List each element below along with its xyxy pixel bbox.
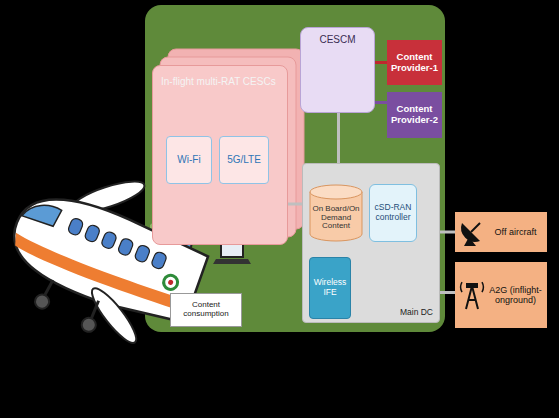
connector-line [337,113,340,163]
node-label: In-flight multi-RAT CESCs [161,76,276,87]
storage-cylinder: On Board/On Demand Content [309,184,363,242]
off-aircraft-box: Off aircraft [455,212,547,252]
wifi-box: Wi-Fi [166,136,212,184]
node-label: Content Provider-1 [389,52,440,73]
node-label: A2G (inflight-onground) [487,285,544,305]
connector-line [375,61,387,64]
connector-line [440,231,455,234]
node-label: CESCM [319,34,355,45]
a2g-box: A2G (inflight-onground) [455,262,547,328]
consumption-box: Content consumption [170,293,242,327]
ife-box: Wireless IFE [309,257,351,319]
node-label: Content Provider-2 [389,104,440,125]
connector-line [440,291,455,294]
antenna-tower-icon [458,280,486,310]
node-label: Off aircraft [495,227,537,237]
node-label: Wi-Fi [177,154,200,165]
controller-box: cSD-RAN controller [369,184,417,242]
data-center-box: Main DC On Board/On Demand Content cSD-RAN… [302,163,440,323]
provider-box: Content Provider-1 [387,40,442,85]
provider-box: Content Provider-2 [387,92,442,138]
laptop-icon [213,242,251,264]
radio-box: 5G/LTE [219,136,269,184]
cescm-box: CESCM [300,27,375,113]
cesc-stack-box: In-flight multi-RAT CESCsWi-Fi 5G/LTE [152,65,288,245]
node-label: cSD-RAN controller [372,203,414,222]
node-label: Main DC [400,308,433,318]
node-label: Wireless IFE [312,278,348,297]
connector-line [375,101,387,104]
node-label: Content consumption [173,301,239,319]
satellite-dish-icon [458,217,486,247]
connector-line [288,203,302,206]
node-label: On Board/On Demand Content [311,205,361,232]
node-label: 5G/LTE [227,154,261,165]
